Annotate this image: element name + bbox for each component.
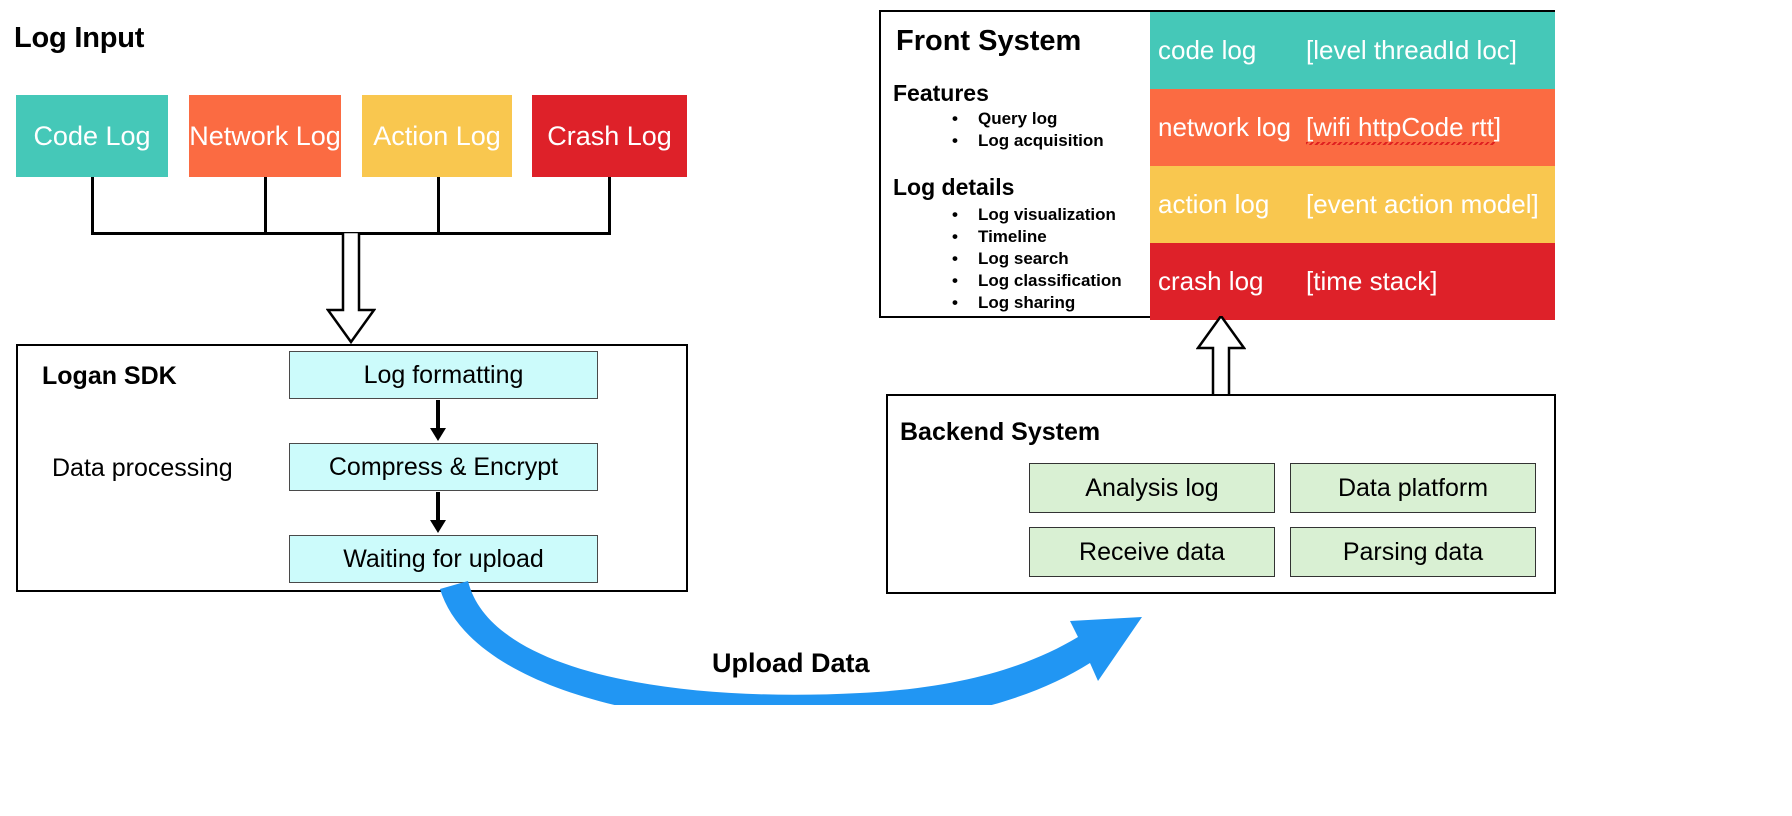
logan-step-label: Waiting for upload (343, 544, 544, 573)
list-item: • Log visualization (952, 205, 1116, 225)
backend-box-label: Analysis log (1085, 473, 1219, 502)
front-system-title: Front System (896, 25, 1082, 57)
front-log-row-name: code log (1158, 35, 1257, 65)
connector-stem-action (437, 177, 440, 234)
list-item-label: Log sharing (978, 293, 1076, 312)
logan-step-label: Log formatting (363, 360, 524, 389)
front-log-row-name: crash log (1158, 266, 1264, 296)
bullet-icon: • (952, 293, 958, 312)
list-item-label: Log classification (978, 271, 1122, 290)
flow-arrow-into-logan-sdk (326, 232, 376, 344)
bullet-icon: • (952, 205, 958, 224)
backend-box-label: Receive data (1079, 537, 1225, 566)
list-item: • Log search (952, 249, 1069, 269)
log-source-network-log[interactable]: Network Log (189, 95, 341, 177)
bullet-icon: • (952, 271, 958, 290)
front-log-row-name: network log (1158, 112, 1291, 142)
front-log-row-network-log[interactable]: network log [wifi httpCode rtt] (1150, 89, 1555, 166)
connector-stem-crash (608, 177, 611, 234)
bullet-icon: • (952, 131, 958, 150)
backend-box-label: Data platform (1337, 473, 1489, 502)
log-source-crash-log[interactable]: Crash Log (532, 95, 687, 177)
front-log-row-fields: [event action model] (1306, 189, 1539, 219)
front-log-row-code-log[interactable]: code log [level threadId loc] (1150, 12, 1555, 89)
logan-step-compress-encrypt[interactable]: Compress & Encrypt (289, 443, 598, 491)
log-source-code-log[interactable]: Code Log (16, 95, 168, 177)
list-item-label: Query log (978, 109, 1058, 128)
page-title: Log Input (14, 22, 145, 54)
logan-arrow-1-head (430, 428, 446, 441)
list-item-label: Timeline (978, 227, 1047, 246)
list-item-label: Log visualization (978, 205, 1116, 224)
upload-data-arrow (430, 575, 1170, 726)
flow-arrow-backend-to-front (1196, 316, 1246, 398)
front-log-row-crash-log[interactable]: crash log [time stack] (1150, 243, 1555, 320)
backend-box-analysis-log[interactable]: Analysis log (1029, 463, 1275, 513)
backend-box-receive-data[interactable]: Receive data (1029, 527, 1275, 577)
front-log-row-fields: [wifi httpCode rtt] (1306, 112, 1502, 145)
connector-stem-network (264, 177, 267, 234)
logan-step-waiting-for-upload[interactable]: Waiting for upload (289, 535, 598, 583)
log-source-label: Code Log (33, 120, 151, 151)
log-source-label: Action Log (373, 120, 501, 151)
logan-step-log-formatting[interactable]: Log formatting (289, 351, 598, 399)
list-item: • Query log (952, 109, 1057, 129)
log-source-label: Crash Log (547, 120, 672, 151)
upload-data-label: Upload Data (712, 648, 870, 678)
list-item-label: Log search (978, 249, 1069, 268)
front-log-row-fields: [time stack] (1306, 266, 1438, 296)
backend-box-label: Parsing data (1342, 537, 1484, 566)
logan-step-label: Compress & Encrypt (328, 452, 559, 481)
list-item: • Log acquisition (952, 131, 1104, 151)
bullet-icon: • (952, 227, 958, 246)
logan-arrow-2-shaft (436, 492, 440, 522)
log-source-label: Network Log (189, 120, 341, 151)
list-item: • Log classification (952, 271, 1122, 291)
bullet-icon: • (952, 249, 958, 268)
list-item: • Log sharing (952, 293, 1075, 313)
logan-sdk-title: Logan SDK (42, 362, 177, 390)
front-system-group-log-details: Log details (893, 174, 1015, 200)
connector-stem-code (91, 177, 94, 234)
front-log-row-fields: [level threadId loc] (1306, 35, 1518, 65)
list-item-label: Log acquisition (978, 131, 1104, 150)
logan-arrow-1-shaft (436, 400, 440, 430)
log-source-action-log[interactable]: Action Log (362, 95, 512, 177)
front-log-row-action-log[interactable]: action log [event action model] (1150, 166, 1555, 243)
front-system-group-features: Features (893, 80, 989, 106)
backend-box-parsing-data[interactable]: Parsing data (1290, 527, 1536, 577)
logan-arrow-2-head (430, 520, 446, 533)
bullet-icon: • (952, 109, 958, 128)
backend-box-data-platform[interactable]: Data platform (1290, 463, 1536, 513)
front-log-row-name: action log (1158, 189, 1270, 219)
list-item: • Timeline (952, 227, 1047, 247)
backend-system-title: Backend System (900, 418, 1101, 446)
logan-sdk-subtitle: Data processing (52, 454, 233, 482)
